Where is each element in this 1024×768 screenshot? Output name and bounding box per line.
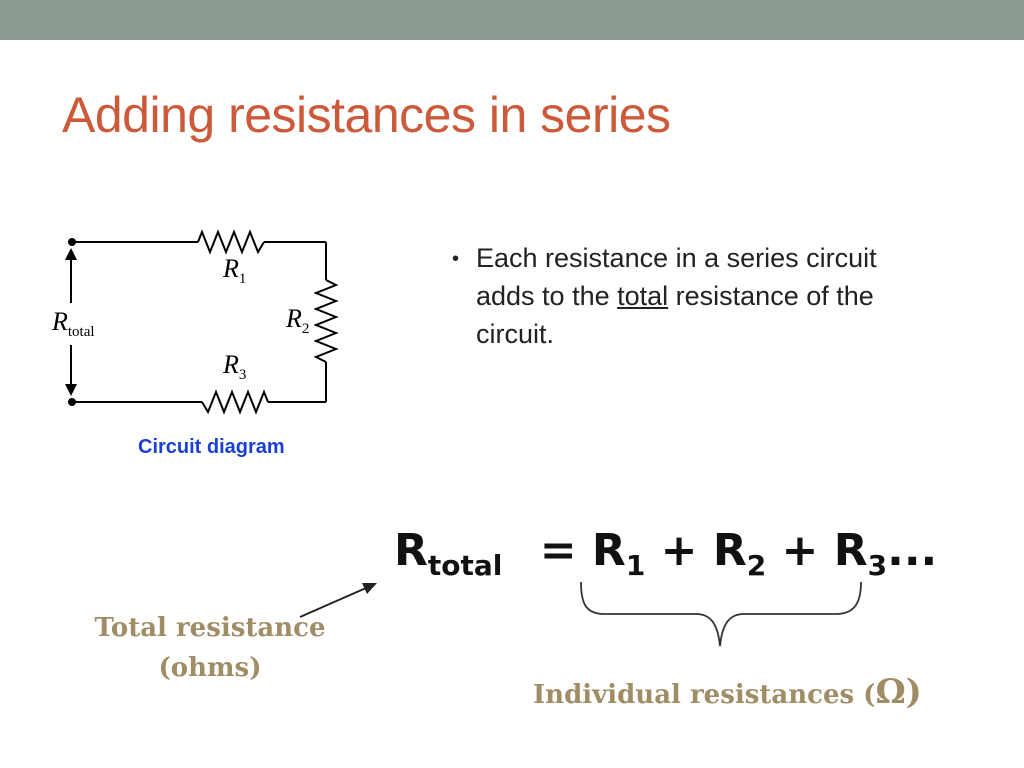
total-resistance-note: Total resistance (ohms) <box>80 608 340 688</box>
eq-equals: = <box>539 525 577 576</box>
bullet-text-after: resistance of the circuit. <box>476 280 874 349</box>
label-r1: R1 <box>222 254 246 287</box>
label-r2: R2 <box>285 304 309 337</box>
resistor-r3-symbol <box>201 389 269 415</box>
individual-brace <box>580 581 862 647</box>
circuit-diagram: R1 R2 R3 Rtotal Circuit diagram <box>51 229 339 458</box>
terminal-top <box>68 238 76 246</box>
slide-title: Adding resistances in series <box>62 87 671 143</box>
total-resistance-line-1: Total resistance <box>94 613 326 643</box>
eq-term-1: R1 <box>591 525 646 582</box>
total-resistance-line-2: (ohms) <box>158 653 262 683</box>
eq-ellipsis: ... <box>887 525 938 576</box>
individual-close-paren: ) <box>905 672 922 712</box>
circuit-caption: Circuit diagram <box>138 436 285 458</box>
resistor-r1-symbol <box>197 229 265 255</box>
eq-lhs: Rtotal <box>394 525 503 582</box>
rtotal-arrow-down-head <box>65 384 77 396</box>
rtotal-arrow-up-head <box>65 248 77 260</box>
ohm-symbol: Ω <box>875 672 906 712</box>
eq-term-3: R3 <box>833 525 888 582</box>
eq-plus-1: + <box>660 525 698 576</box>
label-rtotal: Rtotal <box>51 307 95 340</box>
bullet-dot: • <box>452 248 460 270</box>
bullet-item: • Each resistance in a series circuit add… <box>452 240 902 353</box>
eq-plus-2: + <box>781 525 819 576</box>
individual-resistances-text: Individual resistances ( <box>533 680 876 710</box>
total-arrow-head <box>362 583 377 594</box>
bullet-text-before: Each resistance in a series circuit adds… <box>476 243 877 311</box>
terminal-bottom <box>68 398 76 406</box>
bullet-text-underlined: total <box>617 280 669 311</box>
series-resistance-equation: Rtotal = R1 + R2 + R3... <box>394 525 938 582</box>
top-accent-bar <box>0 0 1024 40</box>
resistor-r2-symbol <box>313 279 339 363</box>
label-r3: R3 <box>222 350 246 383</box>
eq-term-2: R2 <box>712 525 767 582</box>
individual-resistances-note: Individual resistances (Ω) <box>533 672 922 712</box>
bullet-list: • Each resistance in a series circuit add… <box>452 240 902 353</box>
